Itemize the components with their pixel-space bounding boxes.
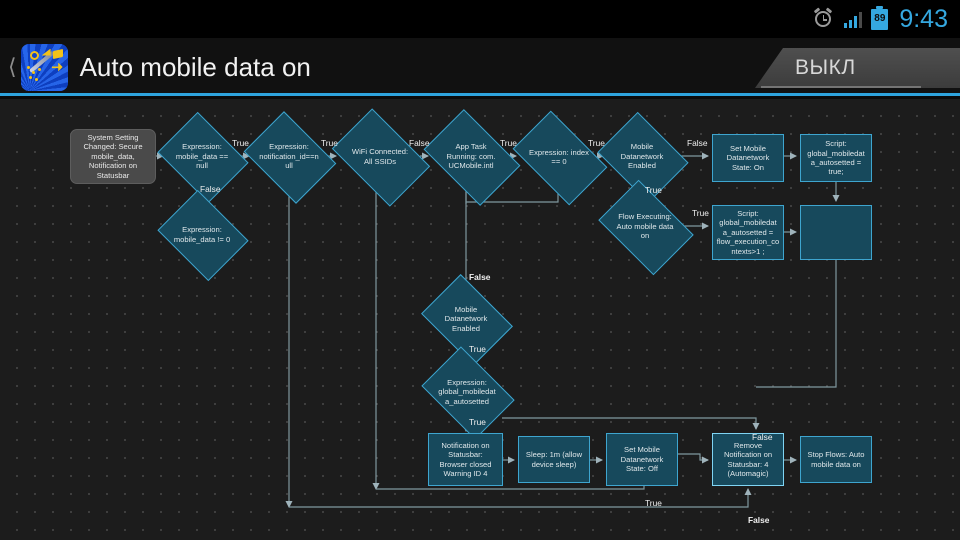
flow-condition-node[interactable]: Mobile Datanetwork Enabled — [597, 111, 689, 204]
node-label: Mobile Datanetwork Enabled — [444, 304, 488, 333]
edge-label: False — [469, 272, 491, 282]
flow-action-node[interactable]: Sleep: 1m (allow device sleep) — [518, 436, 590, 483]
edge-label: True — [588, 138, 605, 148]
page-title: Auto mobile data on — [79, 51, 311, 82]
edge-label: True — [645, 498, 662, 508]
flow-trigger-node[interactable]: System Setting Changed: Secure mobile_da… — [70, 129, 156, 184]
node-label: App Task Running: com. UCMobile.intl — [446, 142, 496, 171]
battery-level: 89 — [874, 13, 886, 24]
back-chevron-icon[interactable]: ⟨ — [8, 54, 17, 79]
flow-condition-node[interactable]: WiFi Connected: All SSIDs — [331, 108, 431, 207]
flow-canvas[interactable]: System Setting Changed: Secure mobile_da… — [0, 99, 960, 540]
node-label: Set Mobile Datanetwork State: On — [726, 143, 770, 172]
edge-label: True — [232, 138, 249, 148]
node-label: Script: global_mobiledat a_autosetted = … — [807, 139, 865, 177]
node-label: Expression: global_mobiledat a_autosette… — [438, 377, 496, 406]
flow-action-node[interactable]: Set Mobile Datanetwork State: Off — [606, 433, 678, 486]
node-label: Mobile Datanetwork Enabled — [620, 142, 664, 171]
edge-label: False — [752, 432, 773, 442]
node-label: Expression: mobile_data != 0 — [173, 225, 231, 244]
flow-condition-node[interactable]: Expression: notification_id==n ull — [243, 111, 337, 204]
node-label: Set Mobile Datanetwork State: Off — [620, 445, 664, 474]
node-label: Notification on Statusbar: Browser close… — [439, 440, 492, 478]
edge-label: False — [409, 138, 430, 148]
node-label — [834, 232, 838, 234]
edge-label: False — [748, 515, 770, 525]
node-label: Stop Flows: Auto mobile data on — [807, 450, 865, 469]
edge-label: True — [500, 138, 517, 148]
android-status-bar: 89 9:43 — [0, 0, 960, 38]
battery-icon: 89 — [871, 5, 889, 30]
flow-condition-node[interactable]: Expression: index == 0 — [512, 110, 608, 206]
node-label: System Setting Changed: Secure mobile_da… — [83, 132, 143, 180]
flow-action-node[interactable]: Remove Notification on Statusbar: 4 (Aut… — [712, 433, 784, 486]
edge-label: True — [692, 208, 709, 218]
node-label: Expression: notification_id==n ull — [259, 142, 319, 171]
edge-label: True — [321, 138, 338, 148]
flow-condition-node[interactable]: Expression: mobile_data != 0 — [157, 189, 249, 282]
node-label: Expression: index == 0 — [529, 147, 589, 166]
node-label: Sleep: 1m (allow device sleep) — [525, 450, 583, 469]
node-label: Script: global_mobiledat a_autosetted = … — [716, 208, 780, 256]
node-label: Flow Executing: Auto mobile data on — [616, 212, 674, 241]
flow-condition-node[interactable]: Expression: mobile_data == null — [157, 111, 249, 204]
flow-condition-node[interactable]: Mobile Datanetwork Enabled — [421, 274, 513, 366]
node-label: Expression: mobile_data == null — [175, 142, 229, 171]
toggle-label: ВЫКЛ — [795, 56, 856, 79]
flow-condition-node[interactable]: App Task Running: com. UCMobile.intl — [423, 109, 521, 206]
flow-action-node[interactable]: Set Mobile Datanetwork State: On — [712, 134, 784, 182]
flow-action-node[interactable]: Script: global_mobiledat a_autosetted = … — [800, 134, 872, 182]
edge-label: True — [469, 344, 486, 354]
node-label: Remove Notification on Statusbar: 4 (Aut… — [723, 440, 773, 478]
edge-label: True — [469, 417, 486, 427]
status-clock: 9:43 — [899, 4, 948, 33]
edge-label: False — [200, 184, 221, 194]
flow-condition-node[interactable]: Expression: global_mobiledat a_autosette… — [421, 346, 515, 440]
automagic-app-icon[interactable] — [20, 43, 68, 91]
node-label: WiFi Connected: All SSIDs — [351, 147, 409, 166]
flow-action-node[interactable] — [800, 205, 872, 260]
flow-enable-toggle[interactable]: ВЫКЛ — [755, 48, 960, 88]
flow-condition-node[interactable]: Flow Executing: Auto mobile data on — [598, 179, 694, 276]
flow-action-node[interactable]: Stop Flows: Auto mobile data on — [800, 436, 872, 483]
edge-label: False — [687, 138, 708, 148]
edge-label: True — [645, 185, 662, 195]
alarm-clock-icon — [813, 7, 835, 30]
cellular-signal-icon — [843, 11, 863, 28]
flow-action-node[interactable]: Script: global_mobiledat a_autosetted = … — [712, 205, 784, 260]
flow-action-node[interactable]: Notification on Statusbar: Browser close… — [428, 433, 503, 486]
